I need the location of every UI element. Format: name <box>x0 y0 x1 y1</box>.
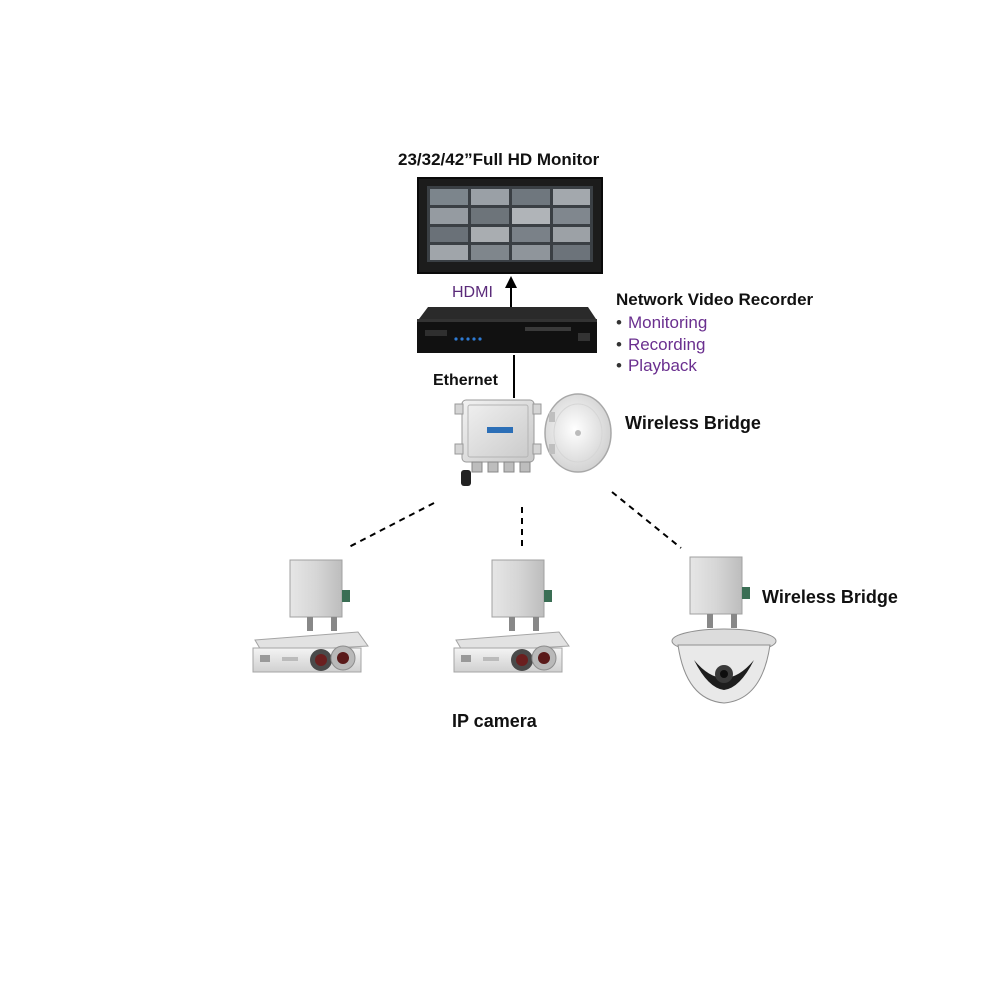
hdmi-label: HDMI <box>452 284 493 301</box>
hdmi-arrow <box>505 276 517 308</box>
ip-camera-center <box>453 559 570 673</box>
nvr-feature-item: •Monitoring <box>616 313 708 332</box>
nvr-feature-list: •Monitoring •Recording •Playback <box>616 312 707 377</box>
ip-camera-label: IP camera <box>452 711 537 731</box>
wireless-links <box>346 491 682 549</box>
ip-camera-left <box>252 559 369 673</box>
monitor <box>417 177 603 274</box>
nvr-feature-item: •Recording <box>616 334 706 354</box>
panel-antenna-left <box>289 559 343 618</box>
monitor-video-grid <box>430 189 590 260</box>
wireless-bridge-label-right: Wireless Bridge <box>762 587 898 607</box>
dish-antenna <box>544 393 612 473</box>
nvr-label: Network Video Recorder <box>616 290 814 309</box>
network-video-recorder <box>417 307 597 353</box>
wireless-bridge-box <box>454 399 542 486</box>
monitor-label: 23/32/42”Full HD Monitor <box>398 150 600 169</box>
panel-antenna-right <box>689 556 743 615</box>
wireless-link-left <box>346 502 435 549</box>
wireless-bridge-label-top: Wireless Bridge <box>625 413 761 433</box>
wireless-link-right <box>611 491 682 549</box>
ethernet-label: Ethernet <box>433 372 498 389</box>
panel-antenna-center <box>491 559 545 618</box>
nvr-feature-item: •Playback <box>616 356 697 375</box>
ip-camera-dome <box>671 556 777 704</box>
